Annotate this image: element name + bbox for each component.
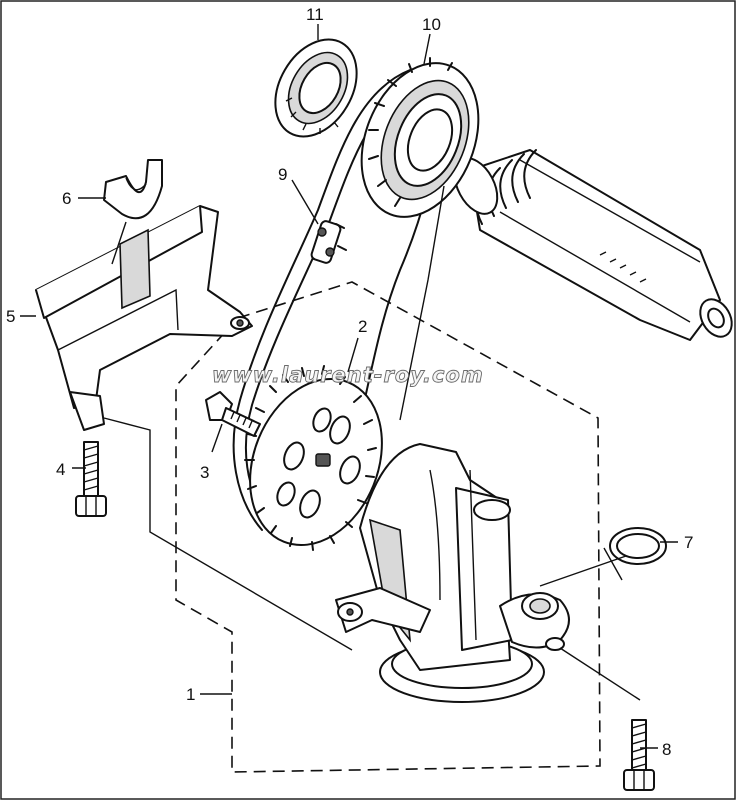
assembly-boundary-dashed <box>175 281 601 773</box>
callout-2: 2 <box>358 317 367 336</box>
callout-3: 3 <box>200 463 209 482</box>
callout-5: 5 <box>6 307 15 326</box>
sprocket-bolt <box>205 391 261 437</box>
shaft <box>453 149 733 341</box>
callout-6: 6 <box>62 189 71 208</box>
callout-leaders <box>20 24 678 749</box>
alignment-lines <box>103 185 641 701</box>
watermark: www.laurent-roy.com <box>212 363 484 387</box>
oil-seal <box>274 38 358 138</box>
callout-11: 11 <box>306 5 324 24</box>
chain-joint <box>310 220 347 264</box>
chain-guard <box>35 205 253 431</box>
callouts: 1 2 3 4 5 6 7 8 9 10 11 <box>6 5 693 759</box>
o-ring <box>609 527 667 565</box>
guard-bolt <box>75 441 107 517</box>
driven-sprocket <box>244 365 383 551</box>
guide-plate <box>103 159 163 220</box>
callout-9: 9 <box>278 165 287 184</box>
callout-8: 8 <box>662 740 671 759</box>
callout-10: 10 <box>422 15 441 34</box>
callout-7: 7 <box>684 533 693 552</box>
pump-bolt <box>623 719 655 791</box>
callout-1: 1 <box>186 685 195 704</box>
oil-pump <box>335 443 570 703</box>
callout-4: 4 <box>56 460 65 479</box>
drive-sprocket <box>360 57 480 218</box>
